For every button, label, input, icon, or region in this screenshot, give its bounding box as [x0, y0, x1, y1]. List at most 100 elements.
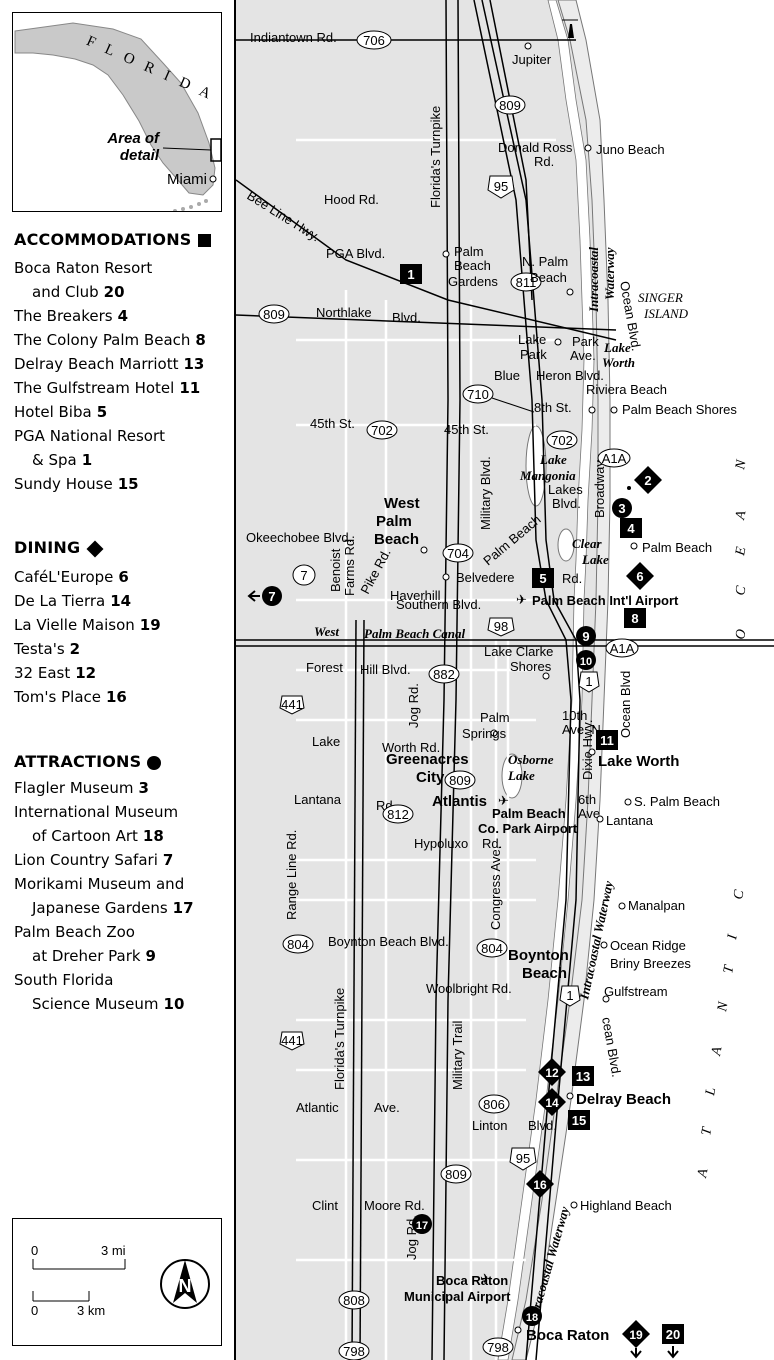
svg-text:702: 702: [371, 423, 393, 438]
marker-5: 5: [532, 568, 554, 588]
svg-text:Florida's Turnpike: Florida's Turnpike: [428, 106, 443, 208]
svg-text:0: 0: [31, 1303, 38, 1318]
svg-text:808: 808: [343, 1293, 365, 1308]
svg-text:E: E: [733, 545, 750, 558]
marker-12: 12: [538, 1058, 566, 1086]
svg-text:detail: detail: [120, 147, 160, 164]
svg-text:5: 5: [539, 571, 546, 586]
svg-text:Clint: Clint: [312, 1198, 338, 1213]
svg-text:3 mi: 3 mi: [101, 1243, 126, 1258]
svg-text:Hypoluxo: Hypoluxo: [414, 836, 468, 851]
svg-text:20: 20: [666, 1327, 680, 1342]
svg-text:Manalpan: Manalpan: [628, 898, 685, 913]
svg-text:Highland Beach: Highland Beach: [580, 1198, 672, 1213]
svg-text:Ave. N: Ave. N: [562, 722, 601, 737]
svg-text:Lake: Lake: [312, 734, 340, 749]
marker-6: 6: [626, 562, 654, 590]
svg-text:17: 17: [416, 1220, 428, 1232]
svg-text:Blvd.: Blvd.: [528, 1118, 557, 1133]
detail-map: Indiantown Rd. Hood Rd. Bee Line Hwy. PG…: [236, 0, 774, 1360]
svg-text:Belvedere: Belvedere: [456, 570, 515, 585]
svg-text:Benoist: Benoist: [328, 548, 343, 592]
svg-text:8th St.: 8th St.: [534, 400, 572, 415]
svg-text:Lake: Lake: [518, 332, 546, 347]
airport-icon: ✈: [480, 1271, 491, 1286]
marker-16: 16: [526, 1170, 554, 1198]
svg-text:3: 3: [618, 501, 625, 516]
svg-text:N: N: [179, 1276, 192, 1296]
svg-text:702: 702: [551, 433, 573, 448]
atlantic-ocean: [526, 0, 774, 1360]
svg-text:Beach: Beach: [530, 270, 567, 285]
svg-text:Okeechobee Blvd.: Okeechobee Blvd.: [246, 530, 352, 545]
svg-text:Park: Park: [572, 334, 599, 349]
svg-text:West: West: [314, 624, 339, 639]
svg-text:Lake: Lake: [507, 768, 535, 783]
svg-text:A: A: [733, 509, 750, 522]
florida-shape: [14, 22, 216, 196]
svg-text:Riviera Beach: Riviera Beach: [586, 382, 667, 397]
svg-text:6th: 6th: [578, 792, 596, 807]
marker-10: 10: [576, 650, 596, 670]
street-grid: [296, 138, 556, 1360]
svg-text:City: City: [416, 769, 445, 786]
svg-text:Lakes: Lakes: [548, 482, 583, 497]
marker-17: 17: [412, 1214, 432, 1234]
svg-text:10th: 10th: [562, 708, 587, 723]
svg-text:Lake: Lake: [581, 552, 609, 567]
svg-text:4: 4: [627, 521, 635, 536]
svg-text:45th St.: 45th St.: [310, 416, 355, 431]
svg-text:809: 809: [449, 773, 471, 788]
svg-text:Worth Rd.: Worth Rd.: [382, 740, 440, 755]
svg-text:11: 11: [600, 733, 614, 748]
svg-text:7: 7: [268, 589, 275, 604]
svg-text:Mangonia: Mangonia: [519, 468, 576, 483]
svg-text:Shores: Shores: [510, 659, 552, 674]
svg-text:809: 809: [499, 98, 521, 113]
svg-text:Congress Ave.: Congress Ave.: [488, 846, 503, 930]
svg-text:Blvd.: Blvd.: [392, 310, 421, 325]
svg-text:A1A: A1A: [602, 451, 627, 466]
svg-text:Broadway: Broadway: [592, 460, 607, 518]
svg-text:Ave.: Ave.: [374, 1100, 400, 1115]
svg-text:882: 882: [433, 667, 455, 682]
svg-text:Boca Raton: Boca Raton: [526, 1327, 609, 1344]
svg-text:Heron Blvd.: Heron Blvd.: [536, 368, 604, 383]
svg-text:Juno Beach: Juno Beach: [596, 142, 665, 157]
svg-text:A: A: [709, 1045, 726, 1058]
svg-text:Ocean Ridge: Ocean Ridge: [610, 938, 686, 953]
svg-text:PGA Blvd.: PGA Blvd.: [326, 246, 385, 261]
svg-text:Blue: Blue: [494, 368, 520, 383]
svg-text:806: 806: [483, 1097, 505, 1112]
svg-text:Pike Rd.: Pike Rd.: [357, 546, 393, 596]
svg-text:Lake: Lake: [603, 340, 631, 355]
north-arrow-icon: N: [160, 1259, 210, 1309]
svg-text:Osborne: Osborne: [508, 752, 554, 767]
svg-text:Palm Beach: Palm Beach: [642, 540, 712, 555]
svg-text:804: 804: [481, 941, 503, 956]
svg-text:Range Line Rd.: Range Line Rd.: [284, 830, 299, 920]
svg-text:Palm Beach: Palm Beach: [492, 806, 566, 821]
svg-text:N: N: [715, 1000, 732, 1014]
svg-text:Rd.: Rd.: [534, 154, 554, 169]
svg-text:L: L: [703, 1085, 719, 1097]
svg-text:Palm: Palm: [376, 513, 412, 530]
svg-text:T: T: [699, 1125, 715, 1136]
svg-text:Intracoastal: Intracoastal: [586, 247, 601, 313]
svg-text:Rd.: Rd.: [562, 571, 582, 586]
svg-text:811: 811: [516, 275, 537, 290]
intracoastal-waterway: [497, 0, 595, 1360]
svg-text:Gulfstream: Gulfstream: [604, 984, 668, 999]
